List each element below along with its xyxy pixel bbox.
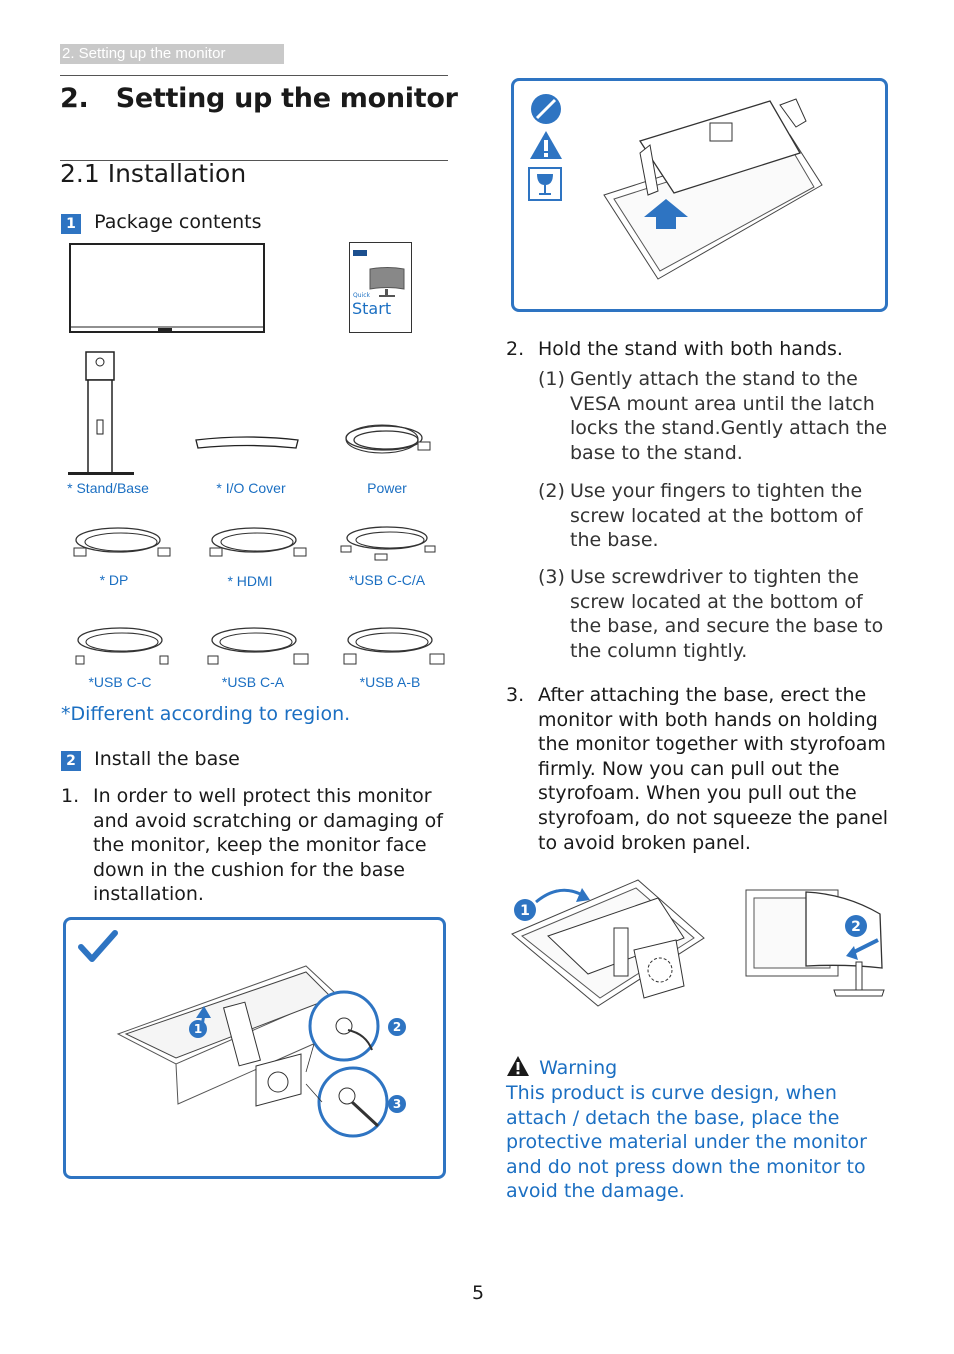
step-badge: 2 (61, 751, 81, 771)
step-2-number: 2. (506, 338, 525, 360)
checkmark-icon (78, 930, 118, 962)
header-rule (60, 75, 448, 76)
qsg-quick: Quick (353, 292, 370, 299)
caption-usb-cc: *USB C-C (88, 674, 152, 690)
caption-stand-base: * Stand/Base (67, 480, 149, 496)
erect-monitor-illustration: 1 (511, 879, 705, 1007)
step-badge: 1 (61, 214, 81, 234)
diagram-label-3: 3 (388, 1095, 406, 1113)
install-base-heading: 2 Install the base (61, 747, 240, 772)
section-title: 2.1 Installation (60, 159, 247, 188)
package-contents-heading: 1 Package contents (61, 210, 262, 235)
warning-heading: Warning (506, 1055, 617, 1081)
erect-label-1: 1 (520, 903, 530, 919)
caption-usb-cca: *USB C-C/A (348, 572, 426, 588)
step-2-text: Hold the stand with both hands. (538, 338, 843, 360)
step-2c-number: (3) (538, 566, 565, 588)
caption-hdmi: * HDMI (227, 573, 273, 589)
usb-cca-cable-image (340, 526, 436, 561)
monitor-image (69, 243, 265, 333)
remove-styrofoam-illustration: 2 (745, 889, 885, 997)
install-base-label: Install the base (94, 748, 240, 770)
monitor-in-styrofoam-illustration (603, 98, 823, 280)
fragile-glass-icon (528, 167, 562, 201)
no-icon (531, 94, 561, 124)
warning-icon (507, 1056, 529, 1076)
diagram-label-2: 2 (388, 1018, 406, 1036)
page-number: 5 (472, 1282, 485, 1304)
step-3-number: 3. (506, 684, 525, 706)
breadcrumb: 2. Setting up the monitor (60, 44, 284, 64)
step-1-text: In order to well protect this monitor an… (93, 785, 443, 906)
install-diagram-frame: 1 2 3 (63, 917, 446, 1179)
step-2a-text: Gently attach the stand to the VESA moun… (570, 368, 888, 464)
caption-usb-ab: *USB A-B (359, 674, 421, 690)
usb-ca-cable-image (207, 627, 309, 665)
caption-dp: * DP (99, 572, 129, 588)
hdmi-cable-image (209, 527, 307, 557)
region-note: *Different according to region. (61, 703, 351, 725)
remove-label-2: 2 (851, 919, 861, 935)
step-2a-number: (1) (538, 368, 565, 390)
usb-ab-cable-image (343, 627, 445, 665)
step-1-number: 1. (61, 785, 80, 807)
caption-io-cover: * I/O Cover (216, 480, 286, 496)
power-cable-image (345, 424, 431, 454)
usb-cc-cable-image (75, 627, 169, 665)
base-install-illustration (116, 965, 389, 1138)
dp-cable-image (73, 527, 171, 557)
warning-triangle-icon (530, 131, 562, 159)
quick-start-guide-image: Quick Start (349, 242, 412, 333)
caption-power: Power (367, 480, 407, 496)
step-3-text: After attaching the base, erect the moni… (538, 684, 889, 854)
step-2c-text: Use screwdriver to tighten the screw loc… (570, 566, 884, 662)
step-2b-number: (2) (538, 480, 565, 502)
warning-text: This product is curve design, when attac… (506, 1082, 867, 1203)
qsg-start: Start (352, 299, 392, 318)
warning-title: Warning (539, 1057, 618, 1079)
caution-diagram-frame (511, 78, 888, 312)
stand-base-image (68, 351, 134, 475)
caption-usb-ca: *USB C-A (221, 674, 285, 690)
page-title: 2. Setting up the monitor (60, 83, 458, 114)
io-cover-image (195, 436, 299, 449)
package-contents-label: Package contents (94, 211, 262, 233)
step-2b-text: Use your fingers to tighten the screw lo… (570, 480, 863, 552)
section-rule (60, 160, 448, 161)
diagram-label-1: 1 (189, 1020, 207, 1038)
